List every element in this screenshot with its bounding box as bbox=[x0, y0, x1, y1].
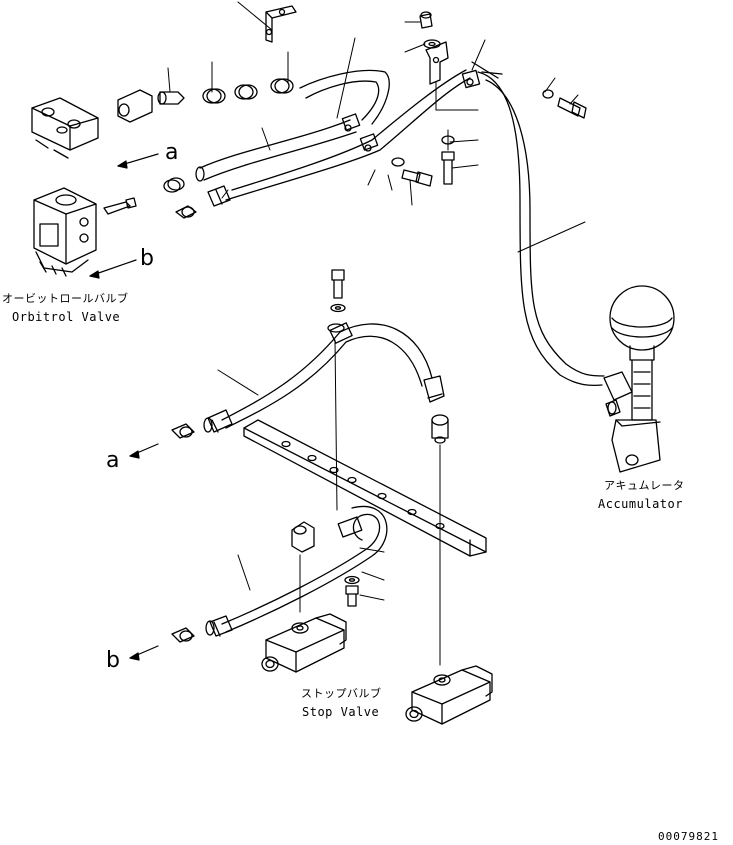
accumulator-label-jp: アキュムレータ bbox=[604, 479, 685, 492]
ref-b-bottom: b bbox=[106, 648, 121, 673]
ref-a-top: a bbox=[165, 140, 179, 165]
stop-valve-label-en: Stop Valve bbox=[302, 705, 380, 719]
orbitrol-mount-block bbox=[31, 97, 99, 159]
stop-valve-right bbox=[405, 665, 493, 725]
middle-hose-assembly bbox=[171, 269, 449, 444]
ref-b-top: b bbox=[140, 246, 155, 271]
orbitrol-label-en: Orbitrol Valve bbox=[12, 310, 121, 324]
leader-lines bbox=[167, 1, 586, 666]
reference-arrows bbox=[89, 153, 159, 661]
drawing-number: 00079821 bbox=[658, 830, 719, 843]
lower-hose-assembly bbox=[171, 505, 388, 643]
stop-valve-left bbox=[261, 613, 347, 673]
upper-hoses bbox=[195, 61, 605, 387]
orbitrol-fittings bbox=[103, 78, 294, 219]
orbitrol-valve-body bbox=[33, 187, 97, 277]
accumulator-label-en: Accumulator bbox=[598, 497, 683, 511]
upper-brackets-and-bolts bbox=[265, 5, 587, 187]
orbitrol-label-jp: オービットロールバルブ bbox=[2, 292, 129, 305]
stop-valve-label-jp: ストップバルブ bbox=[301, 687, 382, 700]
ref-a-bottom: a bbox=[106, 448, 120, 473]
accumulator bbox=[603, 285, 675, 473]
mounting-rail bbox=[243, 419, 487, 557]
